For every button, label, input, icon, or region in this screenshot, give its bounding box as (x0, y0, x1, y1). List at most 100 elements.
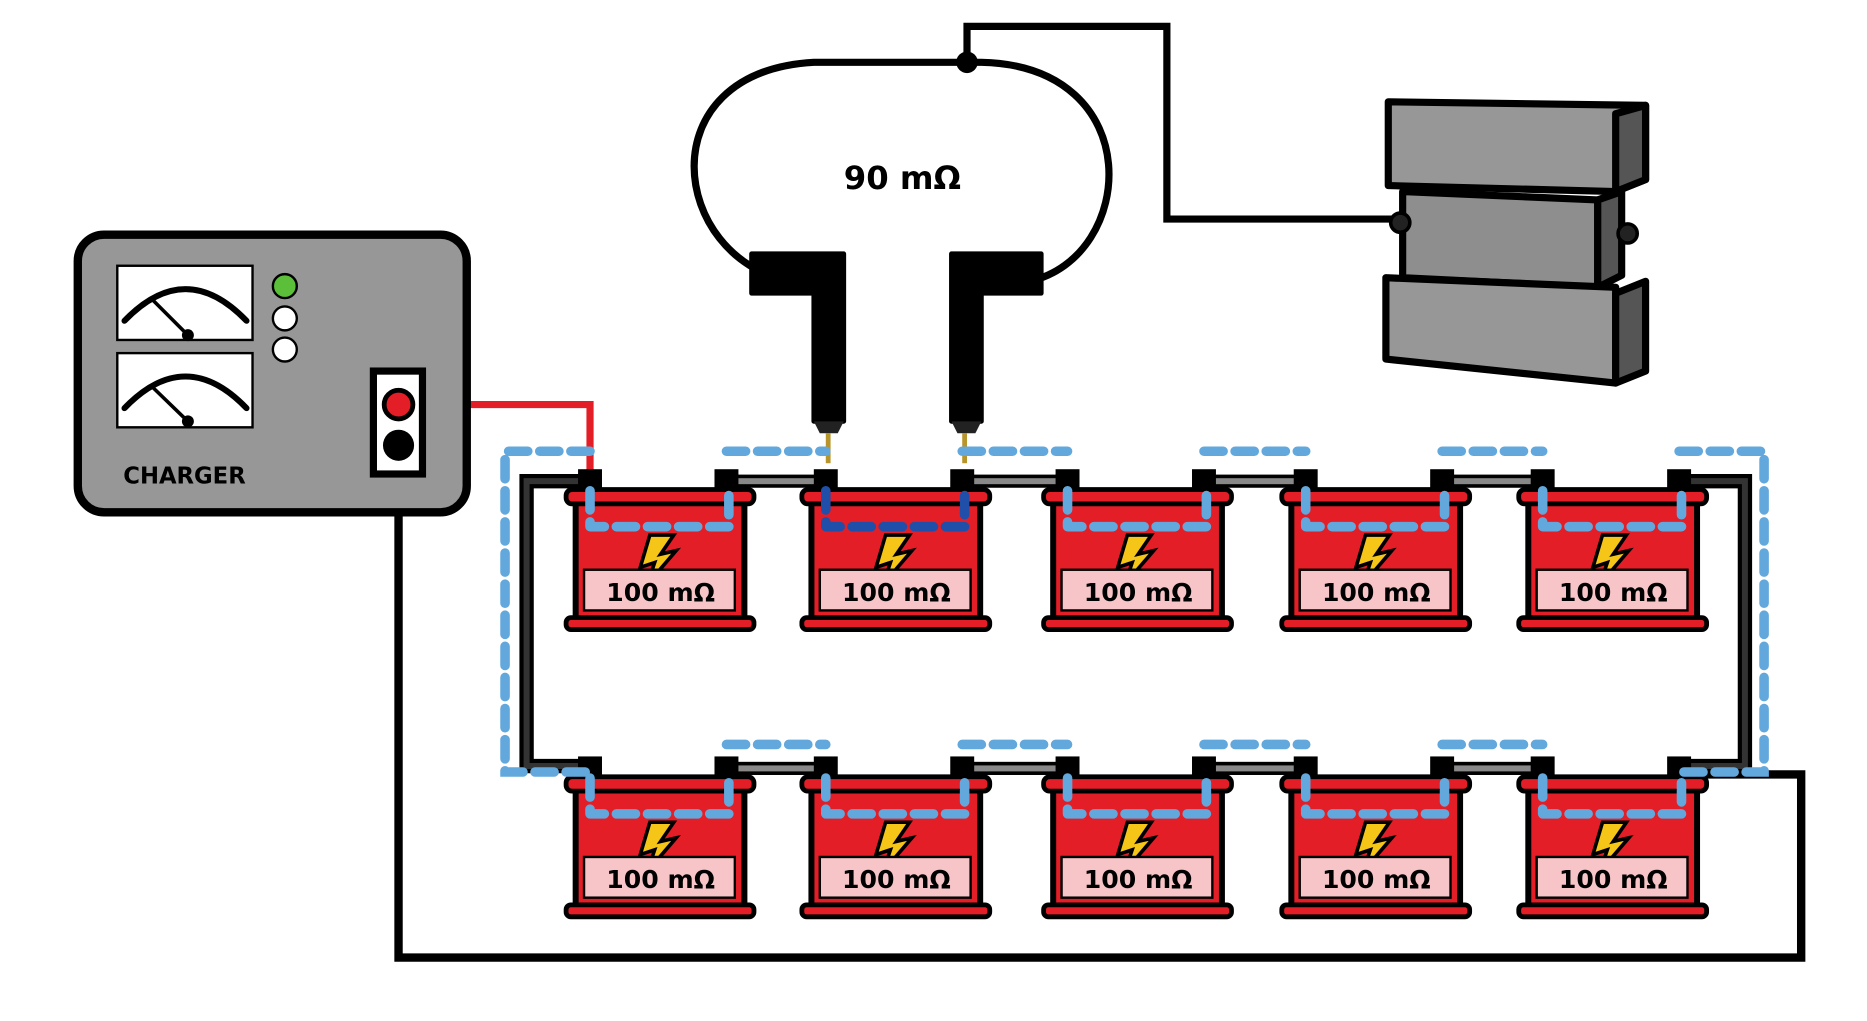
current-path-segment (821, 773, 970, 819)
battery-base (563, 902, 757, 920)
gauge-bottom (116, 351, 254, 429)
battery-base (799, 615, 993, 632)
right-jumper-wire-inner (1681, 478, 1748, 770)
battery-label-box (1060, 568, 1214, 612)
battery-base (1041, 615, 1234, 632)
battery-resistance-label: 100 mΩ (842, 578, 951, 607)
battery-terminal[interactable] (1430, 469, 1455, 489)
battery-terminal[interactable] (1530, 469, 1555, 489)
battery-terminal[interactable] (1192, 469, 1216, 489)
battery-label-box (1060, 855, 1214, 899)
lightning-bolt-icon (1353, 820, 1397, 873)
current-path-right (1674, 446, 1769, 777)
battery-base (1279, 902, 1473, 920)
battery-lid (1516, 487, 1710, 507)
lightning-bolt-icon (1590, 533, 1634, 586)
battery-terminal[interactable] (1293, 469, 1318, 489)
battery-label-box (582, 568, 737, 612)
battery-label-box (1535, 568, 1689, 612)
battery: 100 mΩ (563, 469, 757, 632)
battery-resistance-label: 100 mΩ (842, 865, 951, 894)
meter-lead-wire (963, 22, 1398, 223)
battery-label-box (818, 855, 972, 899)
battery-base (799, 902, 993, 920)
battery-base (1516, 615, 1710, 632)
battery-terminal[interactable] (714, 469, 739, 489)
lightning-bolt-icon (1115, 820, 1159, 873)
battery-terminal[interactable] (714, 756, 739, 776)
battery-base (1279, 615, 1473, 632)
current-path-segment (585, 485, 734, 532)
battery-terminal[interactable] (813, 756, 838, 776)
battery-resistance-label: 100 mΩ (606, 865, 715, 894)
meter-reading: 90 mΩ (844, 159, 961, 197)
battery-terminal[interactable] (813, 469, 838, 489)
battery: 100 mΩ (1041, 469, 1234, 632)
left-jumper-wire-inner (523, 478, 591, 770)
battery-terminal[interactable] (578, 469, 602, 489)
measurement-device (1382, 98, 1650, 387)
battery: 100 mΩ (799, 756, 993, 920)
battery: 100 mΩ (1516, 756, 1710, 920)
probe-left[interactable] (749, 251, 847, 464)
current-path-left (500, 446, 595, 777)
battery-label-box (582, 855, 737, 899)
negative-terminal[interactable] (382, 429, 415, 461)
battery-terminal[interactable] (1055, 756, 1080, 776)
battery-label-box (818, 568, 972, 612)
battery-resistance-label: 100 mΩ (1084, 865, 1193, 894)
battery-lid (799, 774, 993, 794)
battery-terminal[interactable] (950, 469, 975, 489)
battery-terminal[interactable] (1667, 469, 1692, 489)
battery-terminal[interactable] (1430, 756, 1455, 776)
battery-lid (1279, 774, 1473, 794)
battery-label-box (1535, 855, 1689, 899)
lightning-bolt-icon (873, 533, 917, 586)
current-path-segment (1062, 485, 1212, 532)
charger: CHARGER (73, 230, 471, 517)
battery-terminal[interactable] (1192, 756, 1216, 776)
battery-resistance-label: 100 mΩ (1559, 578, 1668, 607)
positive-terminal[interactable] (381, 387, 416, 422)
battery-lid (563, 487, 757, 507)
battery-terminal[interactable] (950, 756, 975, 776)
battery-lid (799, 487, 993, 507)
battery-base (1041, 902, 1234, 920)
current-path-segment (1537, 485, 1687, 532)
meter-junction (956, 51, 978, 74)
battery-lid (563, 774, 757, 794)
battery: 100 mΩ (1279, 756, 1473, 920)
gauge-top (116, 264, 254, 342)
battery: 100 mΩ (1279, 469, 1473, 632)
battery-resistance-label: 100 mΩ (606, 578, 715, 607)
current-path-segment (1062, 773, 1212, 819)
battery-terminal[interactable] (1293, 756, 1318, 776)
battery-bank: 100 mΩ 100 mΩ 100 mΩ 100 mΩ 100 mΩ 100 mΩ 100 … (563, 469, 1710, 920)
led-indicator-2 (271, 305, 299, 332)
current-path-segment (585, 773, 734, 819)
battery-resistance-label: 100 mΩ (1559, 865, 1668, 894)
battery-terminal[interactable] (1530, 756, 1555, 776)
battery-lid (1041, 487, 1234, 507)
battery-resistance-label: 100 mΩ (1322, 578, 1431, 607)
current-path-segment (821, 485, 970, 532)
lightning-bolt-icon (873, 820, 917, 873)
lightning-bolt-icon (1590, 820, 1634, 873)
current-path-segment (1300, 485, 1450, 532)
resistance-meter (690, 58, 1113, 285)
battery-label-box (1298, 568, 1452, 612)
lightning-bolt-icon (1353, 533, 1397, 586)
led-indicator-1 (271, 272, 299, 300)
battery: 100 mΩ (1516, 469, 1710, 632)
probe-right[interactable] (949, 251, 1044, 464)
battery-lid (1041, 774, 1234, 794)
battery-terminal[interactable] (1055, 469, 1080, 489)
battery-label-box (1298, 855, 1452, 899)
battery: 100 mΩ (1041, 756, 1234, 920)
current-path-segment (1537, 773, 1687, 819)
current-path-segment (1300, 773, 1450, 819)
lightning-bolt-icon (1115, 533, 1159, 586)
battery-resistance-label: 100 mΩ (1084, 578, 1193, 607)
